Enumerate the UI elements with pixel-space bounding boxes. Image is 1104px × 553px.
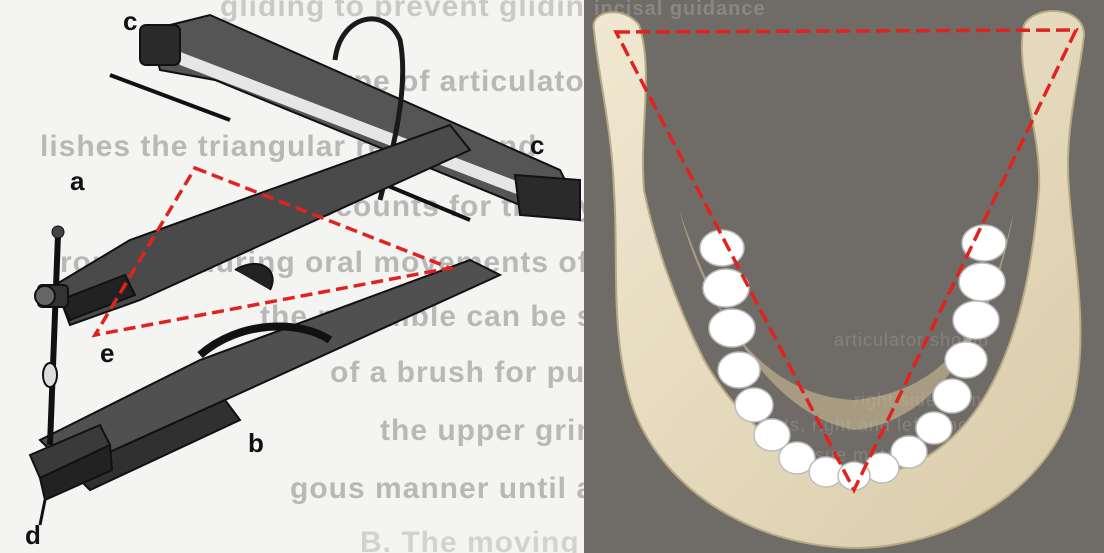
- label-a: a: [70, 168, 84, 194]
- incisal-pin: [35, 226, 68, 445]
- label-d: d: [25, 522, 41, 548]
- label-b: b: [248, 430, 264, 456]
- articulator-illustration: gliding to prevent gliding contact This …: [0, 0, 584, 553]
- label-e: e: [100, 340, 114, 366]
- mandible-photo: incisal guidance articulator should righ…: [584, 0, 1104, 553]
- articulator-drawing: [0, 0, 584, 553]
- mandible-drawing: [584, 0, 1104, 553]
- label-c-right: c: [530, 132, 544, 158]
- label-c-top: c: [123, 8, 137, 34]
